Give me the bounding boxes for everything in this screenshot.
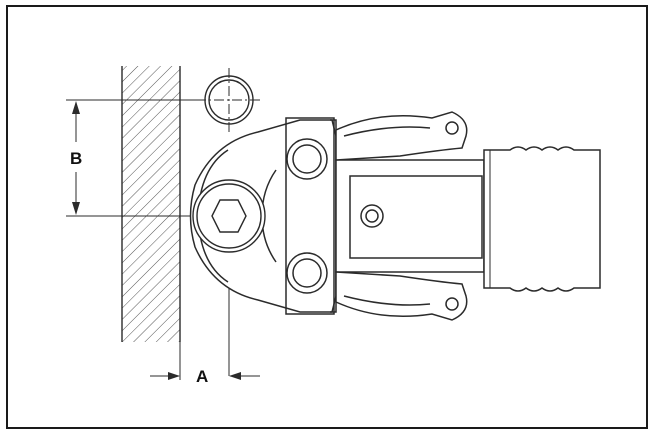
pipe-in-jaw [192, 179, 266, 253]
label-b: B [70, 149, 82, 168]
tool-cylinder [483, 146, 601, 292]
label-a: A [196, 367, 208, 386]
wall [121, 66, 181, 342]
dimension-a [150, 342, 260, 380]
jaw-pins [286, 138, 328, 294]
dimension-b [66, 99, 198, 217]
tool-housing [335, 111, 485, 321]
